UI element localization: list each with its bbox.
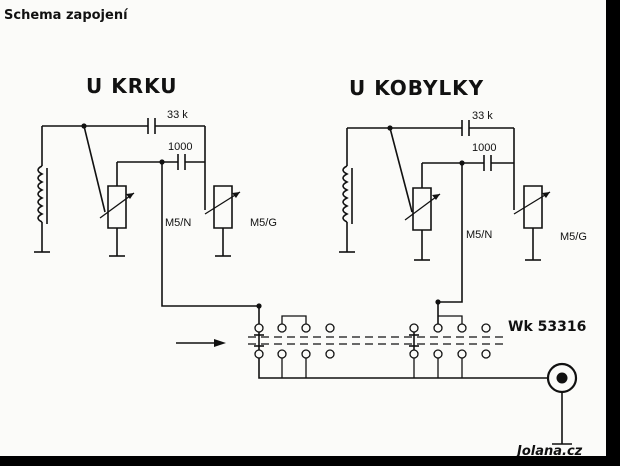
right-pot-n-label: M5/N bbox=[466, 229, 492, 241]
left-capacitor-1000: 1000 bbox=[117, 141, 205, 170]
right-capacitor-33k: 33 k bbox=[462, 110, 514, 163]
switch-bank: Wk 53316 bbox=[248, 316, 586, 378]
right-pickup-coil bbox=[339, 128, 462, 252]
right-circuit-title: U KOBYLKY bbox=[349, 76, 484, 100]
watermark: Jolana.cz bbox=[514, 444, 583, 456]
switch-arrow bbox=[176, 339, 226, 347]
left-circuit-title: U KRKU bbox=[86, 74, 178, 98]
output-jack bbox=[548, 364, 576, 444]
left-pot-n: M5/N bbox=[100, 162, 191, 256]
right-cap-top-label: 33 k bbox=[472, 110, 493, 122]
left-pot-g-label: M5/G bbox=[250, 217, 277, 229]
switch-label: Wk 53316 bbox=[508, 319, 586, 335]
right-capacitor-1000: 1000 bbox=[422, 142, 514, 171]
right-pot-g: M5/G bbox=[514, 163, 587, 260]
right-cap-mid-label: 1000 bbox=[472, 142, 496, 154]
wiring-diagram: Schema zapojení U KRKU 33 k bbox=[4, 8, 587, 456]
left-pickup-coil bbox=[34, 126, 148, 252]
left-cap-mid-label: 1000 bbox=[168, 141, 192, 153]
right-pot-n: M5/N bbox=[405, 163, 492, 260]
left-circuit: U KRKU 33 k M5/N bbox=[34, 74, 277, 324]
right-circuit: U KOBYLKY 33 k M5/N bbox=[339, 76, 587, 324]
left-cap-top-label: 33 k bbox=[167, 109, 188, 121]
left-pot-g: M5/G bbox=[205, 162, 277, 256]
right-pot-g-label: M5/G bbox=[560, 231, 587, 243]
left-pot-n-label: M5/N bbox=[165, 217, 191, 229]
diagram-header: Schema zapojení bbox=[4, 8, 129, 23]
schematic-sheet: Schema zapojení U KRKU 33 k bbox=[0, 0, 606, 456]
left-capacitor-33k: 33 k bbox=[148, 109, 205, 162]
